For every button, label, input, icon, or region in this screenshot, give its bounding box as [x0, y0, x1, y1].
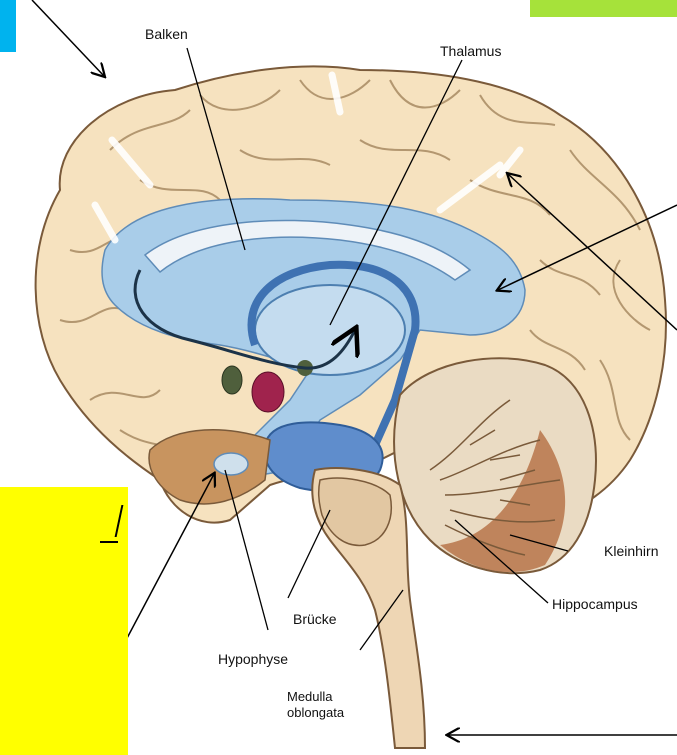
label-medulla-line1: Medulla	[287, 689, 333, 704]
label-thalamus: Thalamus	[440, 43, 501, 59]
yellow-box-underline	[100, 541, 118, 543]
blue-corner-tab	[0, 0, 16, 52]
label-hippocampus: Hippocampus	[552, 596, 638, 612]
green-nucleus-left	[222, 366, 242, 394]
green-corner-tab	[530, 0, 677, 17]
yellow-overlay-box	[0, 487, 128, 755]
label-medulla-line2: oblongata	[287, 705, 344, 720]
label-hypophyse: Hypophyse	[218, 651, 288, 667]
label-kleinhirn: Kleinhirn	[604, 543, 658, 559]
label-balken: Balken	[145, 26, 188, 42]
hypophysis-shape	[214, 453, 248, 475]
label-medulla: Medulla oblongata	[287, 689, 344, 721]
red-nucleus	[252, 372, 284, 412]
label-bruecke: Brücke	[293, 611, 337, 627]
